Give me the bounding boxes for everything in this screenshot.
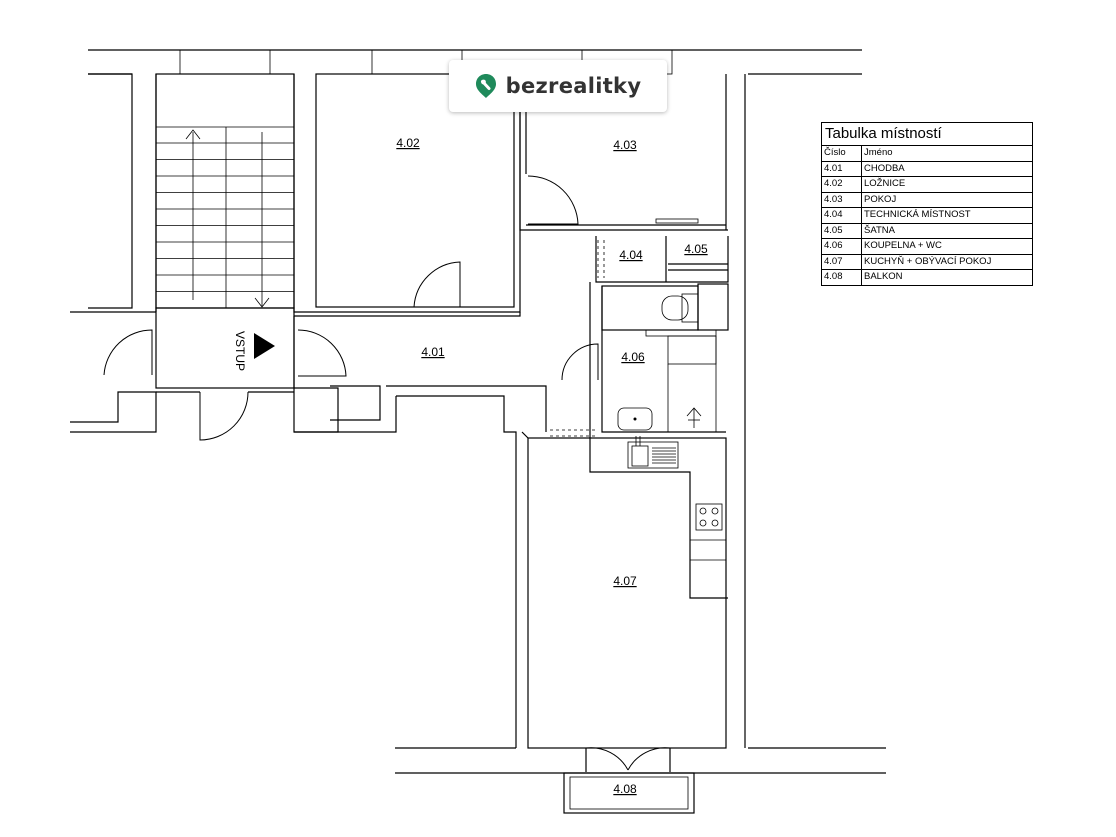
- room-name-cell: POKOJ: [861, 191, 1032, 208]
- washbasin-icon: [617, 407, 653, 431]
- room-name-cell: LOŽNICE: [861, 176, 1032, 192]
- room-number-cell: 4.04: [822, 207, 862, 223]
- exterior-walls: [88, 49, 886, 774]
- room-label-4-04: 4.04: [619, 248, 643, 262]
- toilet-icon: [661, 293, 699, 323]
- logo-text: bezrealitky: [505, 74, 642, 98]
- room-number-cell: 4.08: [822, 269, 862, 285]
- room-table-title: Tabulka místností: [822, 123, 1032, 146]
- header-jmeno: Jméno: [864, 147, 893, 159]
- corridor-walls: [293, 312, 547, 748]
- room-name-cell: KUCHYŇ + OBÝVACÍ POKOJ: [861, 253, 1032, 270]
- room-name-cell: CHODBA: [861, 160, 1032, 177]
- room-4-06-walls: [561, 282, 729, 599]
- shower-icon: [686, 407, 702, 428]
- header-cislo: Číslo: [822, 146, 862, 161]
- entrance-vestibule: VSTUP: [103, 307, 295, 441]
- room-4-07-walls: [521, 429, 727, 772]
- room-number-cell: 4.03: [822, 191, 862, 208]
- room-number-cell: 4.05: [822, 222, 862, 239]
- room-label-4-05: 4.05: [684, 242, 708, 256]
- room-label-4-08: 4.08: [613, 782, 637, 796]
- map-pin-icon: [475, 74, 496, 98]
- room-label-4-03: 4.03: [613, 138, 637, 152]
- bezrealitky-logo[interactable]: bezrealitky: [449, 60, 667, 112]
- entrance-arrow-icon: [254, 333, 275, 359]
- room-label-4-02: 4.02: [396, 136, 420, 150]
- stove-icon: [695, 503, 723, 531]
- entrance-label: VSTUP: [233, 331, 247, 371]
- room-label-4-07: 4.07: [613, 574, 637, 588]
- room-number-cell: 4.06: [822, 238, 862, 254]
- room-label-4-01: 4.01: [421, 345, 445, 359]
- balcony-walls: [563, 772, 695, 814]
- table-header-row: Číslo Jméno: [822, 146, 1032, 161]
- room-name-cell: TECHNICKÁ MÍSTNOST: [861, 207, 1032, 223]
- sink-icon: [627, 436, 679, 469]
- room-name-cell: KOUPELNA + WC: [861, 238, 1032, 254]
- left-walls: [70, 73, 157, 433]
- room-name-cell: BALKON: [861, 269, 1032, 285]
- room-number-cell: 4.02: [822, 176, 862, 192]
- room-number-cell: 4.01: [822, 160, 862, 177]
- room-number-cell: 4.07: [822, 253, 862, 270]
- room-name-cell: ŠATNA: [861, 222, 1032, 239]
- stairwell: [155, 73, 295, 309]
- room-4-04-4-05-walls: [595, 236, 729, 283]
- room-label-4-06: 4.06: [621, 350, 645, 364]
